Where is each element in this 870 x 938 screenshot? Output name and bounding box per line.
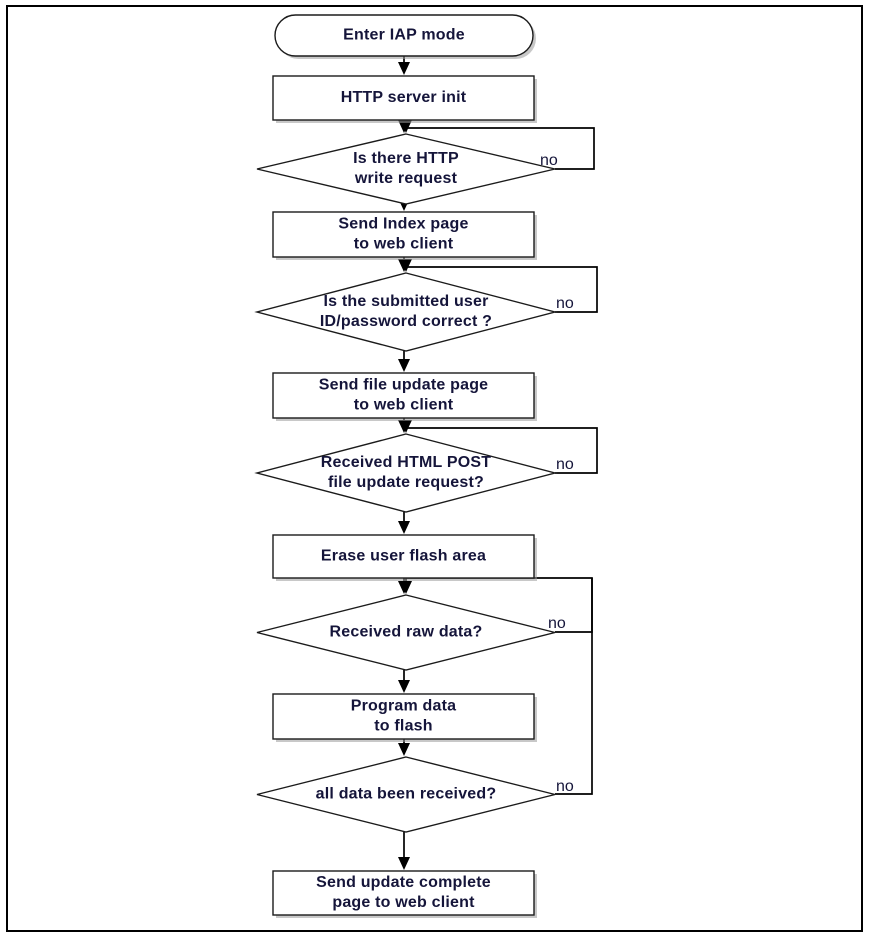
edge-e-q4-no-loop: no [400,577,593,633]
edge-e-q4-to-program [398,670,410,693]
decision-diamond[interactable] [254,272,558,352]
decision-diamond[interactable] [256,756,556,833]
node-label: Is there HTTP [353,150,459,167]
arrowhead-icon [398,62,410,75]
node-label: Received HTML POST [321,454,491,471]
node-label: to web client [354,397,454,414]
arrowhead-icon [398,521,410,534]
node-label: Enter IAP mode [343,27,465,44]
arrowhead-icon [398,680,410,693]
decision-diamond[interactable] [256,594,556,671]
decision-diamond[interactable] [254,433,558,513]
edge-e-q3-to-erase [398,512,410,534]
process-box[interactable] [272,372,535,419]
node-label: Received raw data? [330,624,483,641]
node-received-raw-data[interactable]: Received raw data? [256,594,556,671]
arrowhead-icon [398,857,410,870]
node-enter-iap-mode[interactable]: Enter IAP mode [274,14,536,59]
node-label: Send file update page [319,377,489,394]
node-is-there-http-write-request[interactable]: Is there HTTP write request [256,133,556,205]
edge-e-q5-no-loop: no [555,578,593,795]
node-label: page to web client [332,894,475,911]
edge-e-q2-no-loop: no [400,259,598,313]
node-program-data-to-flash[interactable]: Program data to flash [272,693,537,742]
arrowhead-icon [398,743,410,756]
node-all-data-been-received[interactable]: all data been received? [256,756,556,833]
node-label: all data been received? [316,786,497,803]
node-label: Erase user flash area [321,548,486,565]
edge-label-no: no [540,152,558,169]
terminator-shape[interactable] [274,14,534,57]
process-box[interactable] [272,211,535,258]
process-box[interactable] [272,870,535,916]
edge-e-q1-no-loop: no [400,120,595,170]
node-label: Program data [351,698,457,715]
node-label: Is the submitted user [323,293,488,310]
edge-path [555,578,593,795]
arrowhead-icon [398,359,410,372]
node-erase-user-flash-area[interactable]: Erase user flash area [272,534,537,581]
edge-label-no: no [556,778,574,795]
arrowhead-icon [400,420,412,433]
node-label: to flash [374,718,433,735]
process-box[interactable] [272,534,535,579]
arrowhead-icon [400,581,412,594]
node-label: Send update complete [316,874,491,891]
edge-e-q3-no-loop: no [400,420,598,474]
arrowhead-icon [400,259,412,272]
node-label: HTTP server init [341,89,467,106]
node-send-update-complete-page[interactable]: Send update complete page to web client [272,870,537,918]
node-received-html-post-request[interactable]: Received HTML POST file update request? [254,433,558,513]
arrowhead-icon [400,120,412,133]
node-label: to web client [354,236,454,253]
node-label: ID/password correct ? [320,313,492,330]
node-send-index-page[interactable]: Send Index page to web client [272,211,537,260]
node-send-file-update-page[interactable]: Send file update page to web client [272,372,537,421]
node-http-server-init[interactable]: HTTP server init [272,75,537,123]
node-label: write request [354,170,458,187]
node-label: file update request? [328,474,484,491]
edge-e-q5-to-complete [398,832,410,870]
process-box[interactable] [272,693,535,740]
edge-label-no: no [556,456,574,473]
decision-diamond[interactable] [256,133,556,205]
edge-e-q2-to-fileupdate [398,351,410,372]
node-label: Send Index page [338,216,468,233]
edge-label-no: no [548,615,566,632]
edge-label-no: no [556,295,574,312]
process-box[interactable] [272,75,535,121]
